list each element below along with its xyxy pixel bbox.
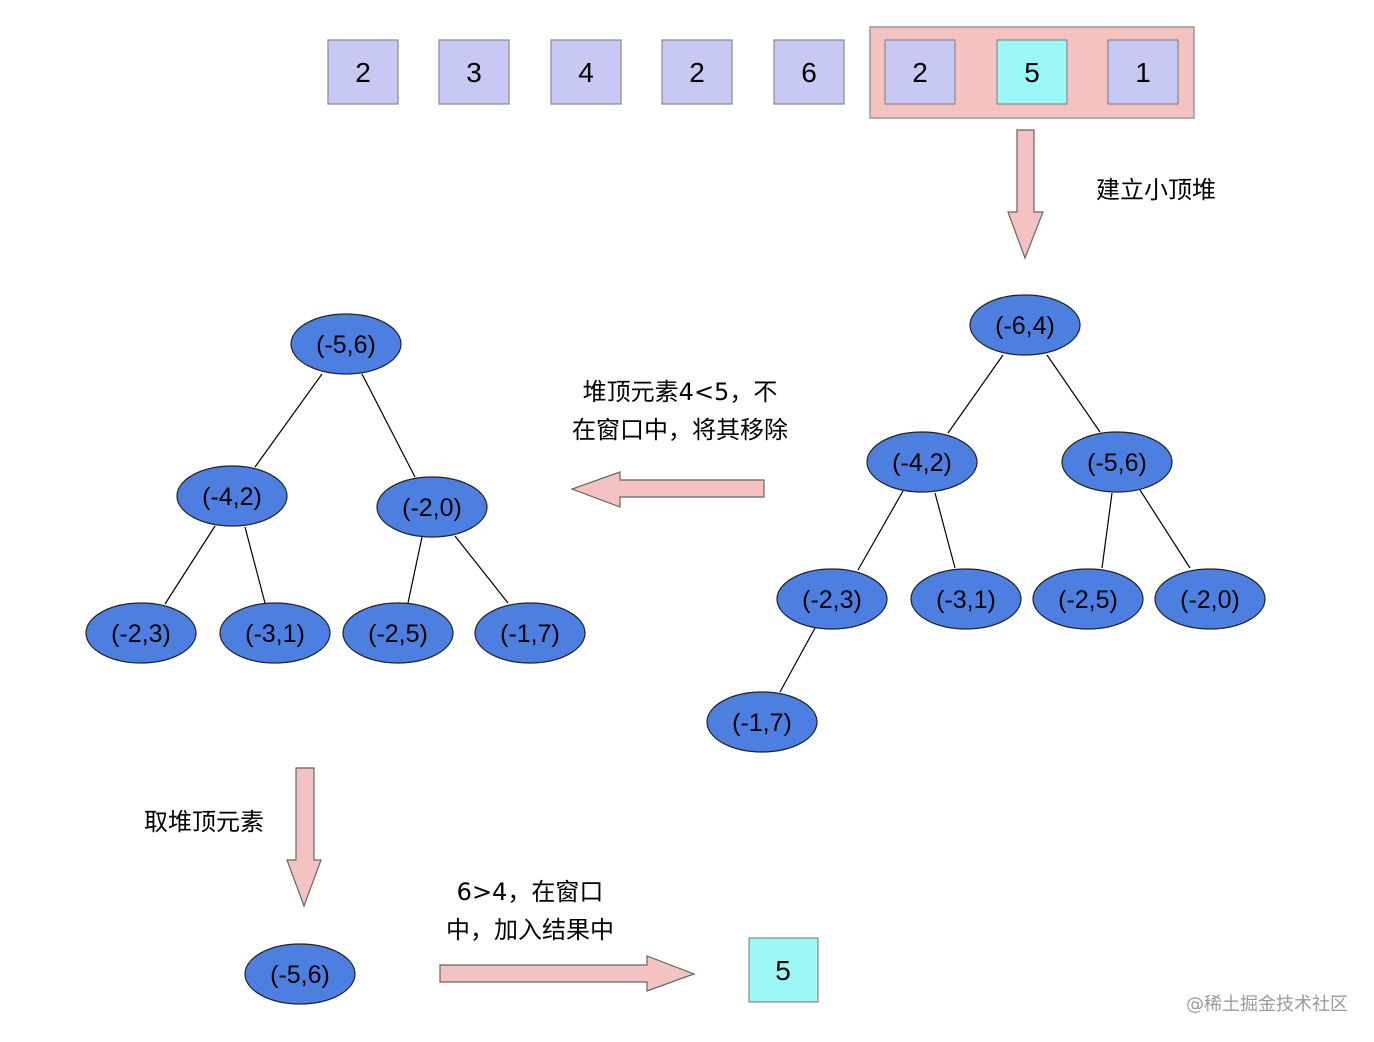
array-cell: 1 — [1107, 39, 1179, 105]
result-cell: 5 — [748, 937, 819, 1003]
heap-top-label: (-5,6) — [270, 961, 330, 989]
heap-node: (-5,6) — [1061, 431, 1173, 493]
heap-node: (-1,7) — [474, 602, 586, 664]
heap-after: (-5,6) (-4,2) (-2,0) (-2,3) (-3,1) (-2,5… — [85, 313, 586, 664]
heap-node-label: (-2,3) — [111, 620, 171, 648]
array-cell: 3 — [438, 39, 510, 105]
result-cell-value: 5 — [775, 955, 791, 986]
heap-initial: (-6,4) (-4,2) (-5,6) (-2,3) (-3,1) (-2,5… — [706, 294, 1266, 753]
heap-node: (-5,6) — [290, 313, 402, 375]
heap-node: (-4,2) — [866, 431, 978, 493]
heap-node-label: (-3,1) — [245, 620, 305, 648]
caption-remove-line2: 在窗口中，将其移除 — [572, 416, 788, 444]
arrow-right-icon — [439, 955, 696, 992]
heap-initial-edges — [779, 354, 1191, 693]
caption-take-top: 取堆顶元素 — [144, 808, 264, 836]
heap-node: (-1,7) — [706, 691, 818, 753]
heap-node-label: (-2,3) — [802, 586, 862, 614]
array-cell: 2 — [884, 39, 956, 105]
heap-node-label: (-5,6) — [316, 331, 376, 359]
heap-node-label: (-1,7) — [732, 709, 792, 737]
caption-build-heap: 建立小顶堆 — [1096, 176, 1216, 204]
array-cell: 4 — [550, 39, 622, 105]
heap-node: (-2,5) — [342, 602, 454, 664]
array-cell: 6 — [773, 39, 845, 105]
heap-node: (-2,0) — [1154, 568, 1266, 630]
heap-node-label: (-3,1) — [936, 586, 996, 614]
array-cell-value: 5 — [1024, 57, 1040, 88]
array-cell-value: 2 — [912, 57, 928, 88]
heap-node-label: (-2,5) — [368, 620, 428, 648]
heap-node: (-2,5) — [1032, 568, 1144, 630]
array-cell-value: 2 — [689, 57, 705, 88]
array-cell-value: 3 — [466, 57, 482, 88]
heap-node-label: (-4,2) — [202, 483, 262, 511]
heap-top-node: (-5,6) — [244, 943, 356, 1005]
heap-node: (-3,1) — [219, 602, 331, 664]
caption-add-line2: 中，加入结果中 — [446, 916, 614, 944]
heap-node: (-2,3) — [776, 568, 888, 630]
heap-node-label: (-5,6) — [1087, 449, 1147, 477]
heap-node-label: (-2,5) — [1058, 586, 1118, 614]
array-cell: 2 — [661, 39, 733, 105]
heap-node: (-3,1) — [910, 568, 1022, 630]
arrow-down-icon — [1007, 129, 1044, 260]
array-cell-value: 1 — [1135, 57, 1151, 88]
heap-after-edges — [164, 373, 509, 605]
heap-node: (-2,0) — [376, 476, 488, 538]
arrow-left-icon — [570, 471, 765, 508]
heap-node: (-6,4) — [969, 294, 1081, 356]
array-cell-value: 4 — [578, 57, 594, 88]
arrow-down-icon — [286, 767, 322, 908]
array-cell: 2 — [327, 39, 399, 105]
heap-node-label: (-1,7) — [500, 620, 560, 648]
heap-node: (-4,2) — [176, 465, 288, 527]
array-cell-value: 2 — [355, 57, 371, 88]
array-cell-value: 6 — [801, 57, 817, 88]
heap-node: (-2,3) — [85, 602, 197, 664]
array-cell-highlighted: 5 — [996, 39, 1068, 105]
watermark: @稀土掘金技术社区 — [1186, 994, 1348, 1015]
heap-node-label: (-2,0) — [1180, 586, 1240, 614]
caption-remove-line1: 堆顶元素4<5，不 — [583, 378, 778, 406]
heap-node-label: (-6,4) — [995, 312, 1055, 340]
heap-node-label: (-4,2) — [892, 449, 952, 477]
array-row: 2 3 4 2 6 2 5 1 — [327, 39, 1179, 105]
caption-add-line1: 6>4，在窗口 — [457, 878, 604, 906]
heap-node-label: (-2,0) — [402, 494, 462, 522]
